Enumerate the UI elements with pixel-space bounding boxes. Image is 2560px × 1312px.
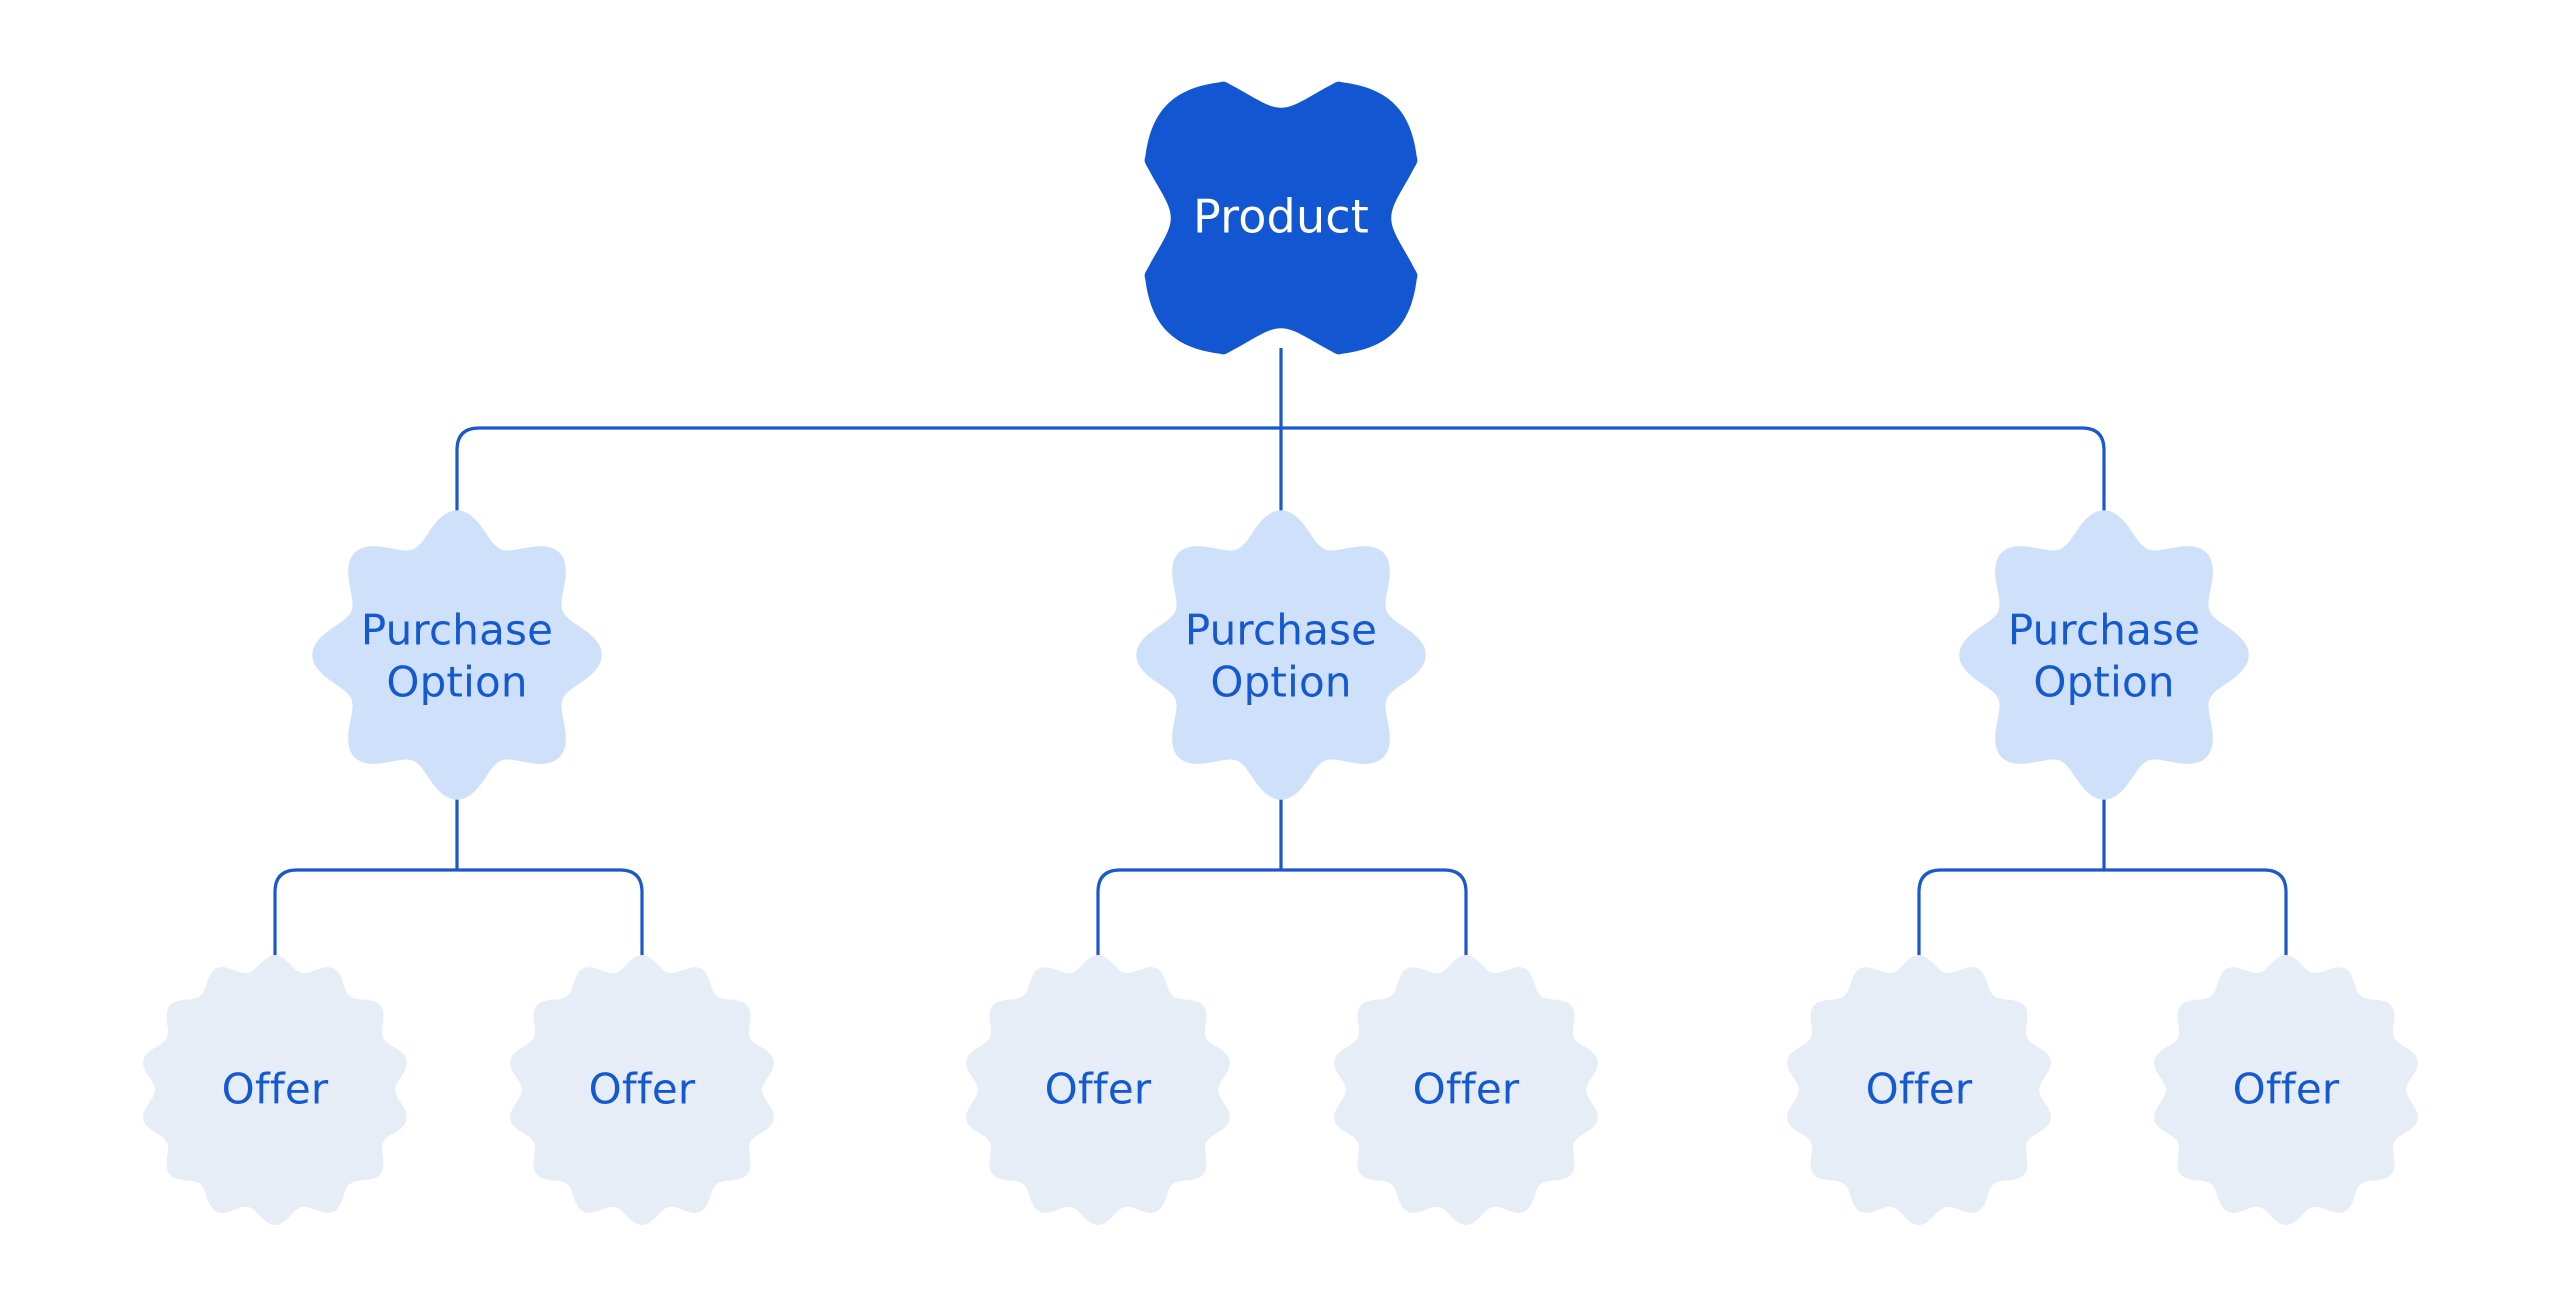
node-offer-1[interactable]: Offer bbox=[143, 955, 407, 1225]
offer-label: Offer bbox=[1045, 1065, 1152, 1114]
node-offer-2[interactable]: Offer bbox=[510, 955, 774, 1225]
offer-shape bbox=[1334, 955, 1598, 1225]
offer-shape bbox=[510, 955, 774, 1225]
connector-po-1-to-offer-1 bbox=[273, 868, 457, 958]
node-offer-5[interactable]: Offer bbox=[1787, 955, 2051, 1225]
product-shape bbox=[1144, 81, 1418, 355]
node-offer-6[interactable]: Offer bbox=[2154, 955, 2418, 1225]
connector-group-tier1 bbox=[455, 348, 2106, 520]
purchase-option-label-line1: Purchase bbox=[361, 606, 553, 655]
node-purchase-option-2[interactable]: Purchase Option bbox=[1136, 510, 1426, 800]
connector-po-3-to-offer-6 bbox=[2104, 868, 2288, 958]
connector-product-to-po-3 bbox=[1281, 426, 2106, 520]
offer-label: Offer bbox=[589, 1065, 696, 1114]
offer-shape bbox=[1787, 955, 2051, 1225]
offer-label: Offer bbox=[2233, 1065, 2340, 1114]
offer-label: Offer bbox=[222, 1065, 329, 1114]
offer-shape bbox=[966, 955, 1230, 1225]
product-label: Product bbox=[1193, 190, 1369, 244]
node-offer-3[interactable]: Offer bbox=[966, 955, 1230, 1225]
offer-shape bbox=[143, 955, 407, 1225]
purchase-option-shape bbox=[312, 510, 602, 800]
node-purchase-option-1[interactable]: Purchase Option bbox=[312, 510, 602, 800]
node-purchase-option-3[interactable]: Purchase Option bbox=[1959, 510, 2249, 800]
offer-shape bbox=[2154, 955, 2418, 1225]
offer-label: Offer bbox=[1866, 1065, 1973, 1114]
purchase-option-label-line2: Option bbox=[2033, 658, 2174, 707]
connector-product-to-po-1 bbox=[455, 426, 1281, 520]
connector-po-1-to-offer-2 bbox=[457, 868, 644, 958]
connector-group-tier2 bbox=[273, 790, 2288, 958]
purchase-option-shape bbox=[1136, 510, 1426, 800]
purchase-option-nodes-group: Purchase Option Purchase Option Purchase… bbox=[312, 510, 2249, 800]
purchase-option-label-line2: Option bbox=[386, 658, 527, 707]
offer-nodes-group: Offer Offer Offer Offer Offer Offer bbox=[143, 955, 2418, 1225]
purchase-option-label-line2: Option bbox=[1210, 658, 1351, 707]
connector-po-2-to-offer-4 bbox=[1281, 868, 1468, 958]
connector-po-3-to-offer-5 bbox=[1917, 868, 2104, 958]
connector-po-2-to-offer-3 bbox=[1096, 868, 1281, 958]
node-product[interactable]: Product bbox=[1144, 81, 1418, 355]
purchase-option-shape bbox=[1959, 510, 2249, 800]
node-offer-4[interactable]: Offer bbox=[1334, 955, 1598, 1225]
offer-label: Offer bbox=[1413, 1065, 1520, 1114]
purchase-option-label-line1: Purchase bbox=[2008, 606, 2200, 655]
purchase-option-label-line1: Purchase bbox=[1185, 606, 1377, 655]
